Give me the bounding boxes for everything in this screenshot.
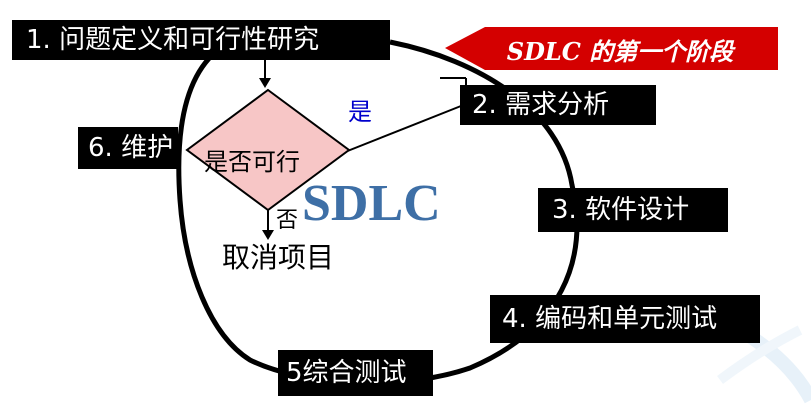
stage-5-box: 5综合测试 [278, 350, 433, 396]
stage-2-box: 2. 需求分析 [460, 85, 656, 125]
cancel-project-label: 取消项目 [222, 241, 335, 274]
stage-1-label: 1. 问题定义和可行性研究 [26, 25, 320, 55]
sdlc-center-label: SDLC [302, 175, 441, 232]
stage-3-box: 3. 软件设计 [538, 188, 728, 232]
callout-shape [445, 27, 778, 70]
stage-6-label: 6. 维护 [88, 133, 174, 163]
stage-3-label: 3. 软件设计 [552, 195, 690, 225]
arrow-head-decision [259, 78, 271, 88]
stage-4-box: 4. 编码和单元测试 [490, 295, 760, 343]
stage-4-label: 4. 编码和单元测试 [502, 304, 718, 334]
stage-5-label: 5综合测试 [286, 358, 407, 388]
stage-6-box: 6. 维护 [78, 127, 178, 169]
yes-connector [344, 103, 467, 153]
stage-2-label: 2. 需求分析 [472, 90, 610, 120]
arrow-head-cancel [262, 230, 274, 240]
yes-label: 是 [348, 98, 372, 126]
decision-label: 是否可行 [204, 148, 300, 176]
no-label: 否 [276, 208, 299, 233]
callout-label: SDLC 的第一个阶段 [506, 36, 734, 66]
stage-1-box: 1. 问题定义和可行性研究 [12, 20, 390, 60]
